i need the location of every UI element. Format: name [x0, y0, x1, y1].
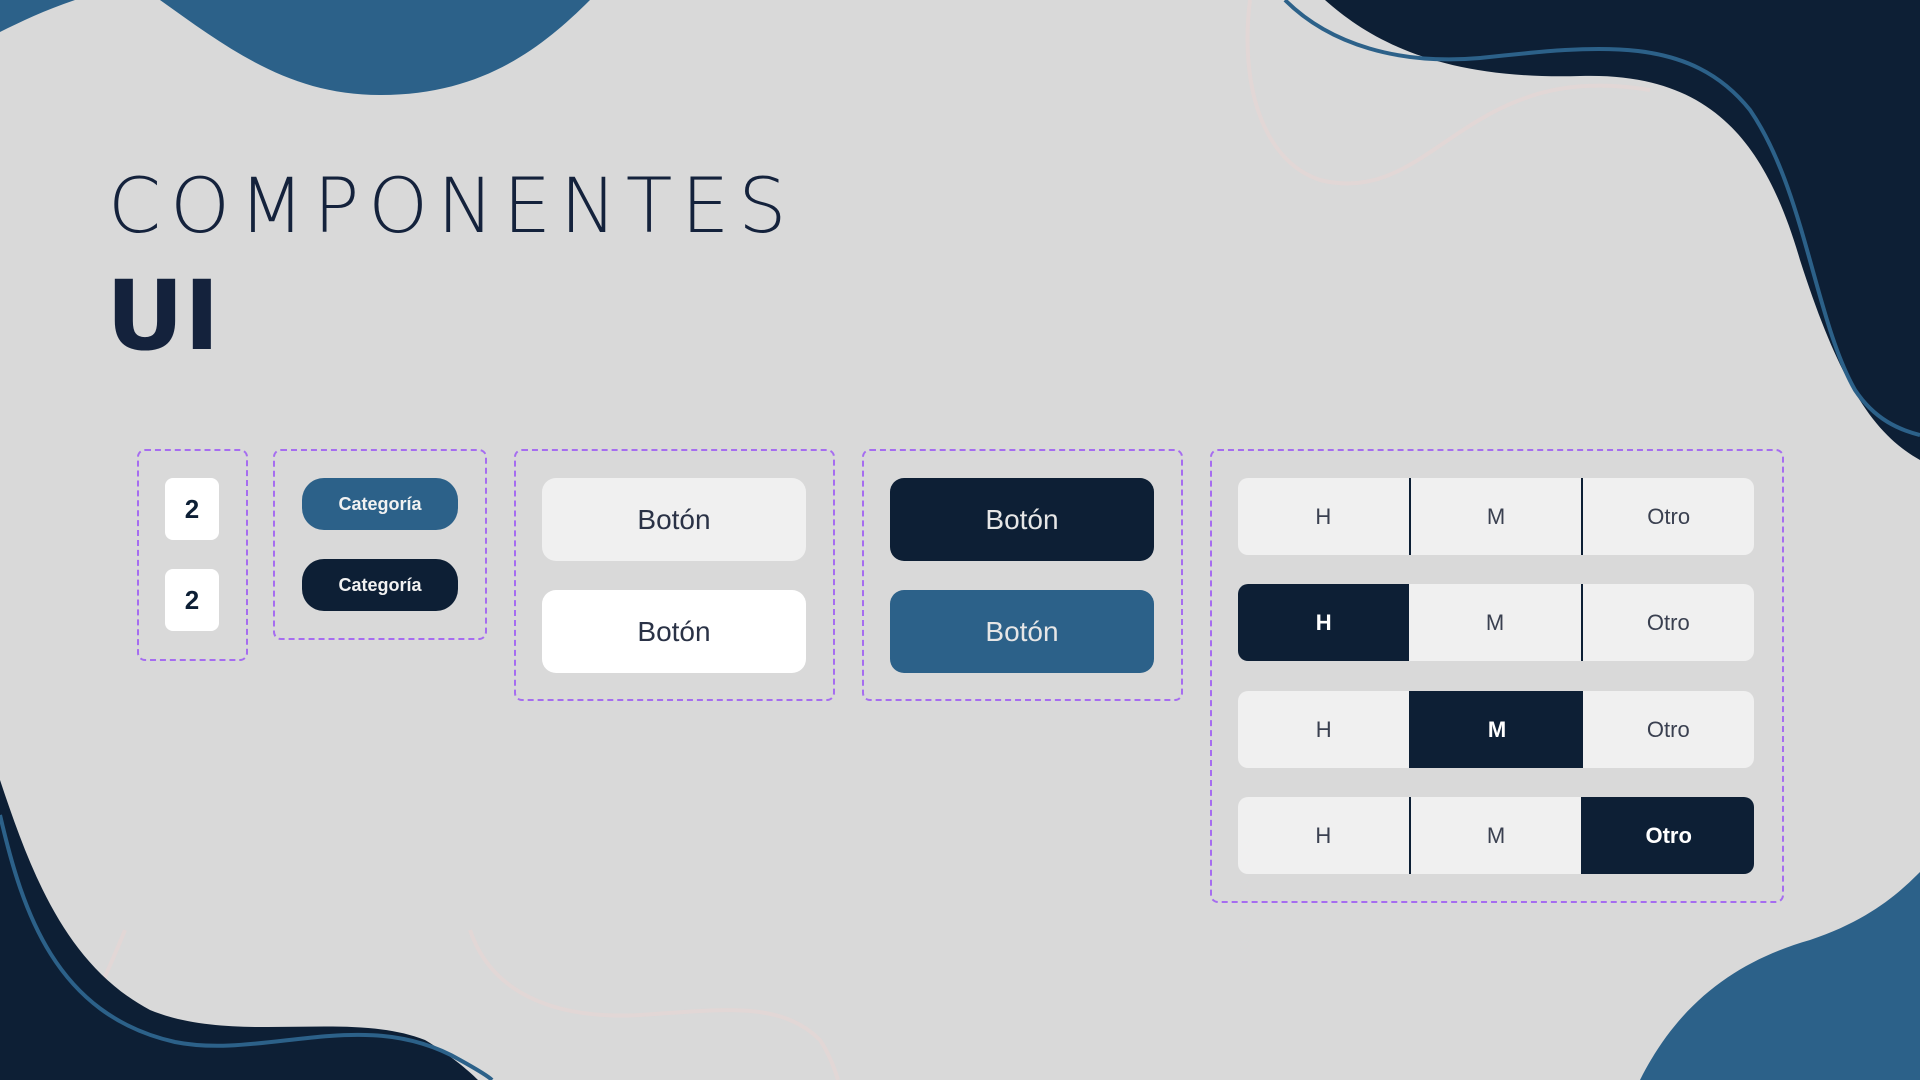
- dark-button-group: [862, 449, 1183, 701]
- top-left-blue-blob: [160, 0, 590, 95]
- segment-otro[interactable]: Otro: [1581, 797, 1754, 874]
- number-badge[interactable]: 2: [165, 478, 219, 540]
- category-pill-navy[interactable]: Categoría: [302, 559, 458, 611]
- segment-m[interactable]: M: [1409, 691, 1583, 768]
- category-pill-group: [273, 449, 487, 640]
- faint-line-bottom: [468, 929, 840, 1080]
- segment-h[interactable]: H: [1315, 503, 1332, 529]
- segment-m[interactable]: M: [1408, 478, 1582, 555]
- bottom-right-blue-blob: [1640, 872, 1920, 1080]
- segmented-control-otro-selected: H M Otro: [1238, 797, 1754, 874]
- segmented-control-h-selected: H M Otro: [1238, 584, 1754, 661]
- segment-otro[interactable]: Otro: [1581, 478, 1754, 555]
- light-gray-button[interactable]: Botón: [542, 478, 806, 561]
- segmented-control-none-selected: H M Otro: [1238, 478, 1754, 555]
- top-left-dark-blob: [0, 0, 75, 32]
- category-pill-blue[interactable]: Categoría: [302, 478, 458, 530]
- top-right-blue-line: [1283, 0, 1920, 437]
- segment-h[interactable]: H: [1315, 716, 1332, 742]
- faint-line-top: [1245, 0, 1651, 186]
- segmented-control-group: [1210, 449, 1784, 903]
- navy-button[interactable]: Botón: [890, 478, 1154, 561]
- segment-otro[interactable]: Otro: [1580, 584, 1754, 661]
- white-button[interactable]: Botón: [542, 590, 806, 673]
- segment-otro[interactable]: Otro: [1646, 716, 1690, 742]
- top-right-dark-blob: [1325, 0, 1920, 460]
- segment-m[interactable]: M: [1485, 609, 1505, 635]
- title-componentes: COMPONENTES: [108, 161, 796, 250]
- title-ui: UI: [106, 260, 220, 372]
- segment-h[interactable]: H: [1315, 822, 1332, 848]
- segment-h[interactable]: H: [1238, 584, 1410, 661]
- bottom-left-blue-line: [0, 814, 494, 1080]
- segment-m[interactable]: M: [1408, 797, 1582, 874]
- number-badge[interactable]: 2: [165, 569, 219, 631]
- bottom-left-dark-blob: [0, 780, 478, 1080]
- blue-button[interactable]: Botón: [890, 590, 1154, 673]
- segmented-control-m-selected: H M Otro: [1238, 691, 1754, 768]
- number-badge-group: [137, 449, 248, 661]
- light-button-group: [514, 449, 835, 701]
